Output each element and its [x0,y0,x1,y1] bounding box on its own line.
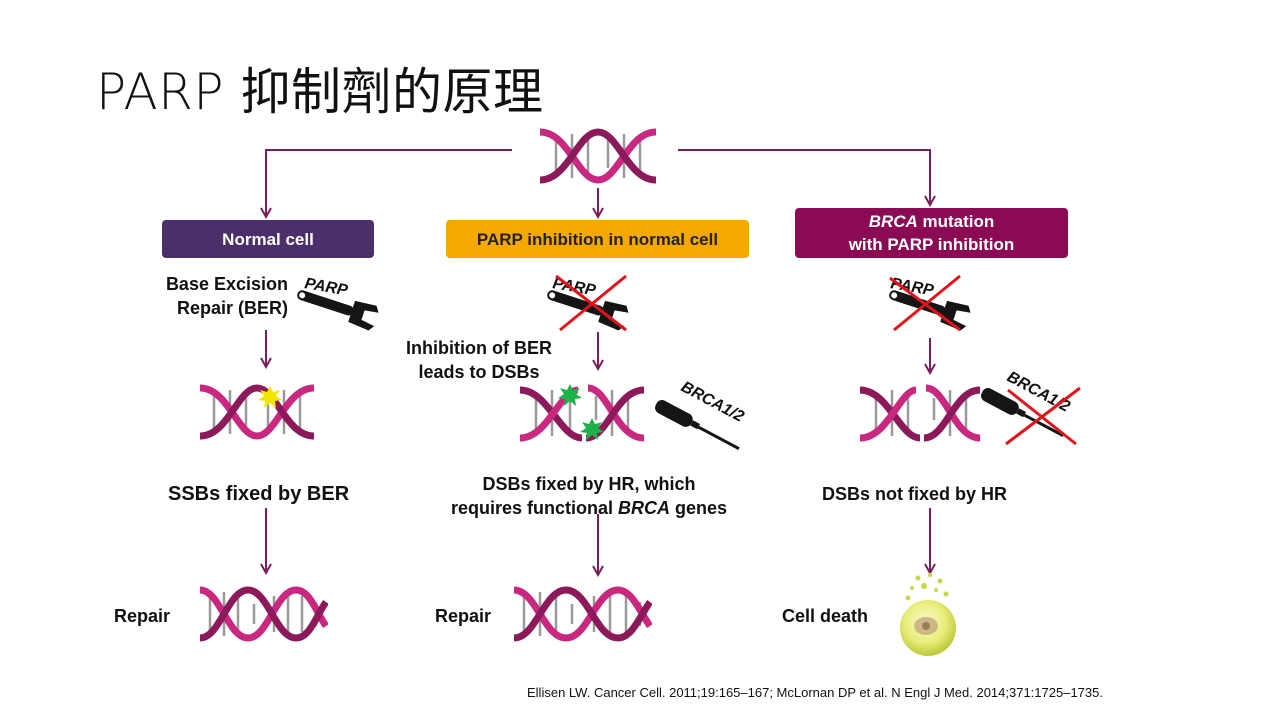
dna-helix-parp-damaged [519,384,645,442]
header-parp-inhibition: PARP inhibition in normal cell [446,220,749,258]
dsb-hr-result-label: DSBs fixed by HR, which requires functio… [430,472,748,520]
dsb-hr-result-line1: DSBs fixed by HR, which [482,474,696,494]
ber-inhibition-note: Inhibition of BER leads to DSBs [396,336,562,384]
dsb-damage-icon-top [558,384,582,406]
page-title: PARP 抑制劑的原理 [96,63,544,121]
cell-death-label: Cell death [782,606,869,626]
header-parp-inhibition-label: PARP inhibition in normal cell [476,229,719,249]
parp-wrench-icon: PARP [297,275,379,331]
ssb-damage-icon [258,386,282,408]
parp-wrench-crossed-icon-2: PARP [889,274,971,332]
cross-line-2 [559,274,627,332]
ber-inhibition-note-line1: Inhibition of BER [406,338,552,358]
dna-helix-normal-damaged [199,384,315,440]
header-brca-line1: BRCA mutation [795,210,1068,233]
ber-label-line2: Repair (BER) [176,298,288,318]
brca-screwdriver-icon: BRCA1/2 [655,379,747,450]
cross-line-6 [1005,386,1081,446]
brca-screwdriver-crossed-icon: BRCA1/2 [981,369,1081,446]
dna-helix-normal-repaired [199,586,328,642]
cross-line-4 [893,274,961,332]
repair-label-normal: Repair [114,606,171,626]
header-normal-cell: Normal cell [162,220,374,258]
ssb-result-label: SSBs fixed by BER [168,483,350,505]
ber-label-line1: Base Excision [165,274,288,294]
parp-wrench-crossed-icon: PARP [547,274,629,332]
dying-cell-icon [900,573,956,656]
dsb-hr-result-text-c: genes [670,498,728,518]
dsb-hr-result-line2: requires functional BRCA genes [430,496,748,520]
header-brca-gene: BRCA [868,212,918,231]
branch-line-left [266,149,512,216]
dsb-damage-icon-bottom [580,418,604,440]
header-brca-line2: with PARP inhibition [848,235,1015,254]
dsb-hr-result-text-a: requires functional [450,498,618,518]
citation: Ellisen LW. Cancer Cell. 2011;19:165–167… [527,685,1103,700]
dsb-hr-result-gene: BRCA [618,498,670,518]
header-normal-cell-label: Normal cell [222,229,314,249]
dna-helix-top [539,128,657,184]
header-brca-mutation: BRCA mutation with PARP inhibition [795,208,1068,258]
branch-line-right [678,149,930,204]
dsb-not-fixed-label: DSBs not fixed by HR [822,484,1008,504]
header-brca-mutation-word: mutation [917,212,995,231]
ber-label: Base Excision Repair (BER) [152,272,288,320]
dna-helix-brca-damaged [859,384,981,442]
dna-helix-parp-repaired [513,586,652,642]
ber-inhibition-note-line2: leads to DSBs [418,362,540,382]
repair-label-parp: Repair [435,606,492,626]
